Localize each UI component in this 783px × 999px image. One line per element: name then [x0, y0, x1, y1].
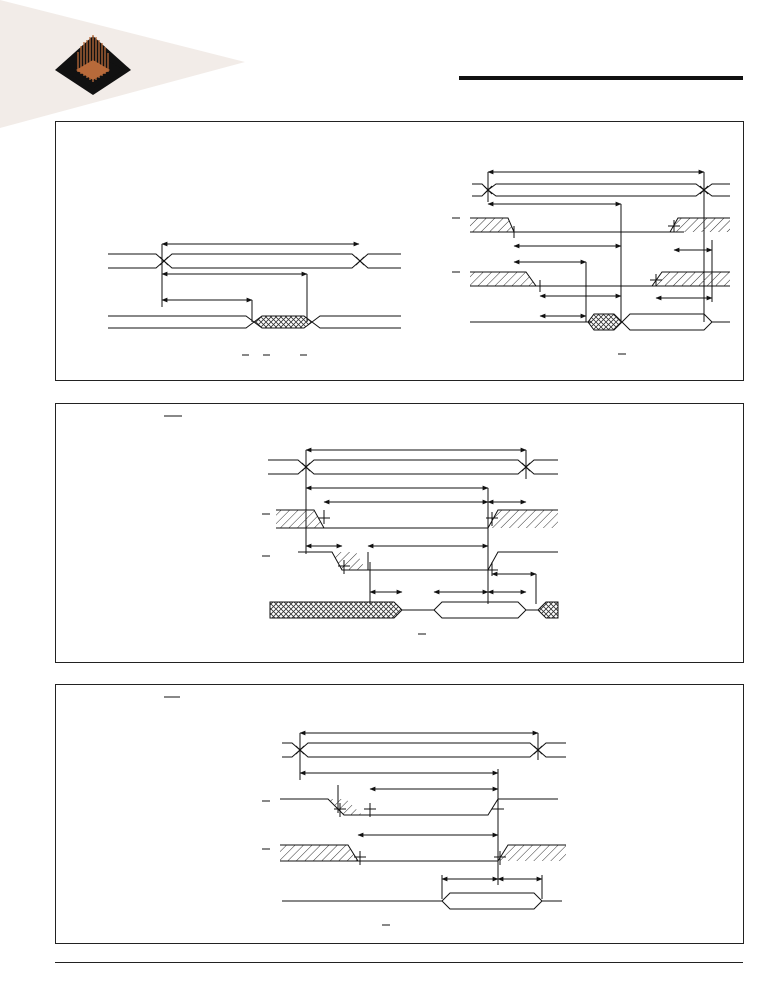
timing-diagram-1 — [108, 169, 730, 356]
timing-diagram-panel-1 — [55, 121, 744, 381]
company-logo — [55, 35, 131, 95]
timing-diagram-panel-3 — [55, 684, 744, 944]
address-signal — [108, 253, 165, 269]
header-rule — [459, 76, 743, 80]
header-band — [0, 0, 245, 128]
data-out-signal — [108, 315, 255, 329]
timing-diagram-2 — [164, 415, 559, 635]
timing-diagram-3 — [164, 696, 566, 926]
address-valid-window — [163, 253, 361, 269]
timing-diagram-panel-2 — [55, 403, 744, 663]
address-signal-right — [472, 183, 489, 197]
footer-rule — [55, 962, 743, 963]
